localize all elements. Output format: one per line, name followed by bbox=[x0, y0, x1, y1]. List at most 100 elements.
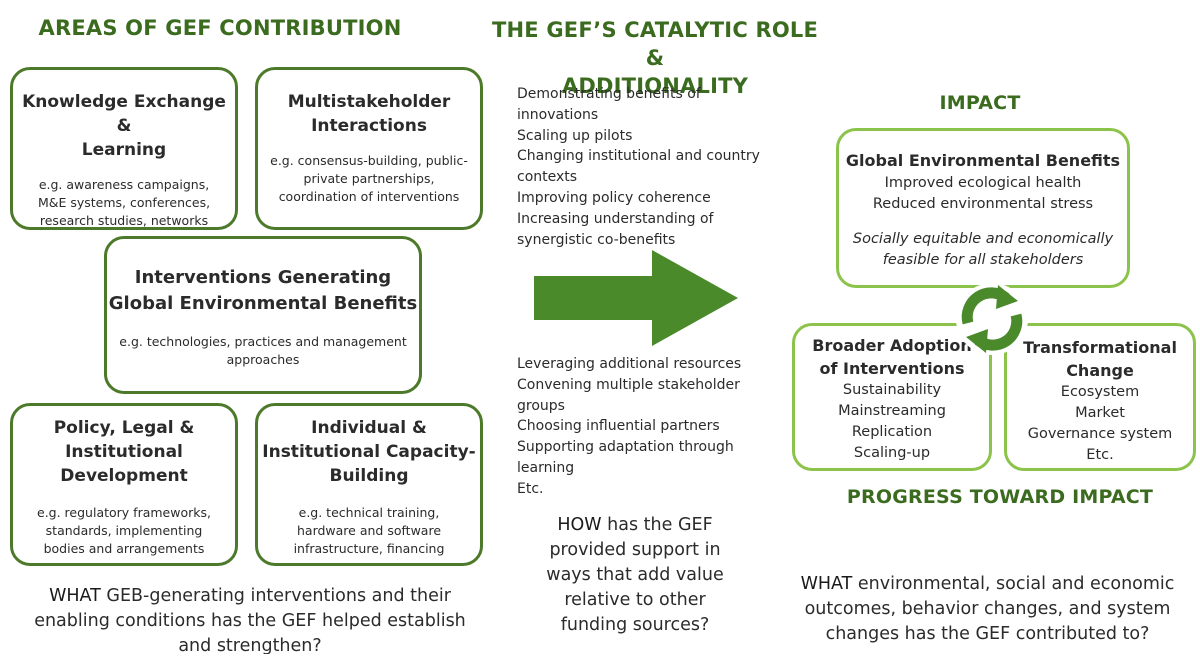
areas-heading: AREAS OF GEF CONTRIBUTION bbox=[38, 16, 402, 40]
question-text: enabling conditions has the GEF helped e… bbox=[34, 611, 466, 631]
broader-title-line: Broader Adoption bbox=[812, 336, 972, 355]
broader-line: Replication bbox=[851, 424, 933, 440]
policy-title-line: Policy, Legal & bbox=[53, 418, 195, 438]
interventions-example-line: approaches bbox=[226, 352, 300, 367]
refresh-cycle-icon bbox=[956, 283, 1028, 355]
list-item: Increasing understanding of bbox=[517, 210, 714, 227]
policy-title: Policy, Legal & Institutional Developmen… bbox=[13, 416, 235, 488]
interventions-examples: e.g. technologies, practices and managem… bbox=[107, 333, 419, 369]
catalytic-heading-line: ADDITIONALITY bbox=[561, 74, 749, 98]
geb-italic-note: Socially equitable and economically feas… bbox=[839, 229, 1127, 271]
box-interventions: Interventions Generating Global Environm… bbox=[104, 236, 422, 394]
policy-title-line: Development bbox=[60, 466, 188, 486]
capacity-title-line: Building bbox=[329, 466, 409, 486]
transform-line: Ecosystem bbox=[1060, 384, 1140, 400]
transform-line: Etc. bbox=[1086, 447, 1114, 463]
broader-line: Mainstreaming bbox=[838, 403, 946, 419]
multistakeholder-example-line: private partnerships, bbox=[303, 171, 435, 186]
multistakeholder-examples: e.g. consensus-building, public- private… bbox=[258, 152, 480, 206]
transform-title-line: Change bbox=[1066, 361, 1134, 380]
knowledge-example-line: e.g. awareness campaigns, bbox=[38, 177, 210, 192]
transform-line: Market bbox=[1075, 405, 1125, 421]
knowledge-example-line: research studies, networks bbox=[39, 213, 209, 228]
box-policy-legal: Policy, Legal & Institutional Developmen… bbox=[10, 403, 238, 566]
interventions-title-line: Global Environmental Benefits bbox=[108, 293, 418, 314]
policy-example-line: bodies and arrangements bbox=[43, 541, 205, 556]
geb-title: Global Environmental Benefits bbox=[845, 151, 1121, 170]
list-item: groups bbox=[517, 397, 565, 414]
transform-line: Governance system bbox=[1027, 426, 1173, 442]
policy-example-line: standards, implementing bbox=[45, 523, 203, 538]
catalytic-list-bottom: Leveraging additional resources Convenin… bbox=[517, 354, 787, 500]
question-text: outcomes, behavior changes, and system bbox=[804, 599, 1171, 619]
catalytic-list-top: Demonstrating benefits of innovations Sc… bbox=[517, 84, 787, 250]
question-text: and strengthen? bbox=[178, 636, 322, 654]
list-item: Changing institutional and country bbox=[517, 148, 760, 165]
question-text: changes has the GEF contributed to? bbox=[825, 624, 1150, 644]
policy-examples: e.g. regulatory frameworks, standards, i… bbox=[13, 504, 235, 558]
box-transformational-change: Transformational Change Ecosystem Market… bbox=[1004, 323, 1196, 471]
question-text: has the GEF bbox=[601, 515, 713, 535]
list-item: innovations bbox=[517, 106, 599, 123]
broader-title: Broader Adoption of Interventions bbox=[795, 334, 989, 380]
list-item: Improving policy coherence bbox=[517, 189, 711, 206]
question-text: relative to other bbox=[564, 590, 706, 610]
geb-italic-line: feasible for all stakeholders bbox=[882, 252, 1084, 268]
geb-line: Reduced environmental stress bbox=[872, 196, 1094, 212]
box-global-environmental-benefits: Global Environmental Benefits Improved e… bbox=[836, 128, 1130, 288]
capacity-example-line: e.g. technical training, bbox=[298, 505, 440, 520]
catalytic-heading-line: THE GEF’S CATALYTIC ROLE & bbox=[492, 18, 818, 70]
knowledge-title-line: Knowledge Exchange & bbox=[22, 92, 226, 136]
interventions-example-line: e.g. technologies, practices and managem… bbox=[119, 334, 407, 349]
geb-line: Improved ecological health bbox=[884, 175, 1082, 191]
broader-title-line: of Interventions bbox=[819, 359, 965, 378]
list-item: Convening multiple stakeholder bbox=[517, 376, 740, 393]
list-item: Choosing influential partners bbox=[517, 418, 720, 435]
list-item: Etc. bbox=[517, 480, 544, 497]
multistakeholder-title: Multistakeholder Interactions bbox=[258, 90, 480, 138]
question-text: provided support in bbox=[549, 540, 721, 560]
box-capacity-building: Individual & Institutional Capacity- Bui… bbox=[255, 403, 483, 566]
transform-title: Transformational Change bbox=[1007, 336, 1193, 382]
multistakeholder-example-line: e.g. consensus-building, public- bbox=[270, 153, 468, 168]
what-interventions-question: WHAT GEB-generating interventions and th… bbox=[5, 584, 495, 654]
question-text: GEB-generating interventions and their bbox=[100, 586, 451, 606]
list-item: learning bbox=[517, 459, 575, 476]
capacity-title: Individual & Institutional Capacity- Bui… bbox=[258, 416, 480, 488]
how-support-question: HOW has the GEF provided support in ways… bbox=[530, 513, 740, 638]
question-text: ways that add value bbox=[546, 565, 724, 585]
list-item: Demonstrating benefits of bbox=[517, 86, 701, 102]
box-knowledge-exchange: Knowledge Exchange & Learning e.g. aware… bbox=[10, 67, 238, 230]
interventions-title: Interventions Generating Global Environm… bbox=[107, 265, 419, 317]
capacity-title-line: Individual & bbox=[311, 418, 427, 438]
capacity-title-line: Institutional Capacity- bbox=[262, 442, 476, 462]
knowledge-example-line: M&E systems, conferences, bbox=[37, 195, 211, 210]
list-item: Supporting adaptation through bbox=[517, 439, 734, 456]
knowledge-title: Knowledge Exchange & Learning bbox=[13, 90, 235, 162]
geb-italic-line: Socially equitable and economically bbox=[852, 231, 1114, 247]
catalytic-role-heading: THE GEF’S CATALYTIC ROLE & ADDITIONALITY bbox=[490, 16, 820, 100]
question-text: funding sources? bbox=[560, 615, 710, 635]
broader-line: Sustainability bbox=[842, 382, 942, 398]
policy-example-line: e.g. regulatory frameworks, bbox=[37, 505, 211, 520]
list-item: synergistic co-benefits bbox=[517, 231, 676, 248]
right-arrow-icon bbox=[534, 250, 738, 346]
multistakeholder-title-line: Interactions bbox=[311, 116, 427, 136]
capacity-examples: e.g. technical training, hardware and so… bbox=[258, 504, 480, 558]
impact-heading: IMPACT bbox=[939, 92, 1021, 114]
interventions-title-line: Interventions Generating bbox=[134, 267, 392, 288]
multistakeholder-title-line: Multistakeholder bbox=[287, 92, 451, 112]
multistakeholder-example-line: coordination of interventions bbox=[278, 189, 460, 204]
knowledge-title-line: Learning bbox=[81, 140, 167, 160]
question-keyword: HOW bbox=[557, 515, 602, 535]
capacity-example-line: hardware and software bbox=[296, 523, 442, 538]
question-keyword: WHAT bbox=[800, 574, 853, 594]
list-item: contexts bbox=[517, 169, 578, 186]
policy-title-line: Institutional bbox=[65, 442, 183, 462]
knowledge-examples: e.g. awareness campaigns, M&E systems, c… bbox=[13, 176, 235, 230]
what-outcomes-question: WHAT environmental, social and economic … bbox=[780, 572, 1195, 647]
box-multistakeholder: Multistakeholder Interactions e.g. conse… bbox=[255, 67, 483, 230]
broader-line: Scaling-up bbox=[853, 445, 931, 461]
list-item: Leveraging additional resources bbox=[517, 356, 742, 372]
transform-title-line: Transformational bbox=[1023, 338, 1177, 357]
